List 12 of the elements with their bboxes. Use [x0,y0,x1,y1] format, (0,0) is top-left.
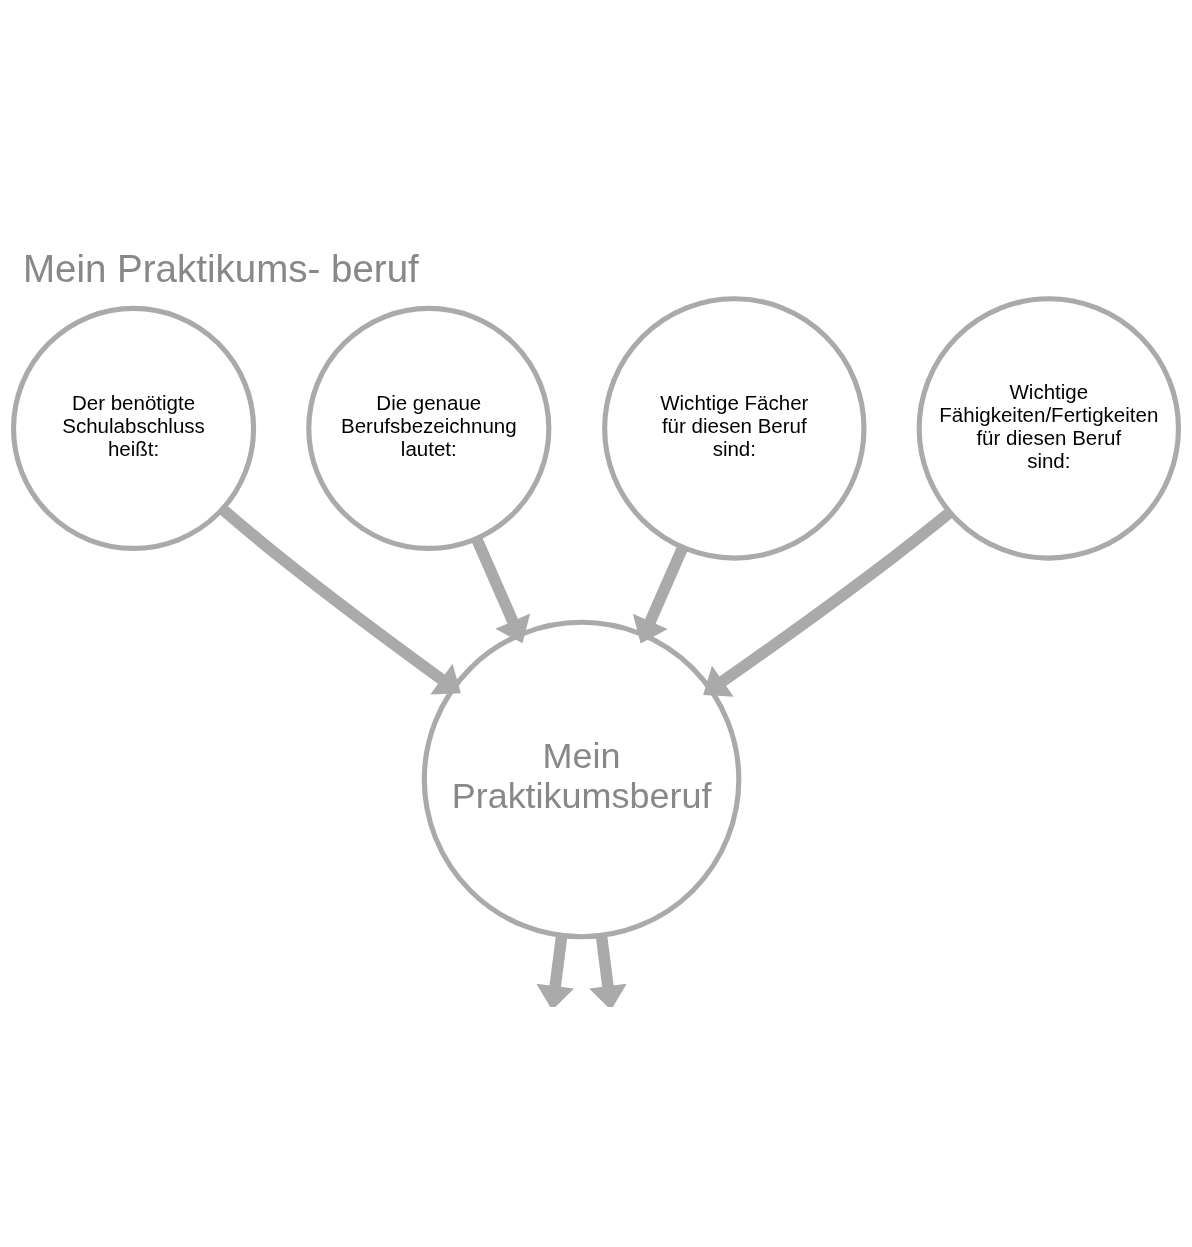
arrow [632,544,688,644]
arrow [536,934,574,1007]
node-circle: Wichtige Fähigkeiten/Fertigkeiten für diesen Beruf sind: [916,295,1182,561]
arrow [471,536,531,643]
diagram-title: Mein Praktikums- beruf [22,246,419,290]
arrow [589,934,627,1007]
arrow [703,507,954,697]
node-circle: Mein Praktikumsberuf [421,619,742,939]
node-circle: Wichtige Fächer für diesen Beruf sind: [602,295,867,561]
node-circle: Die genaue Berufsbezeichnung lautet: [306,305,552,551]
arrow [218,504,461,695]
node-circle: Der benötigte Schulabschluss heißt: [10,305,257,551]
